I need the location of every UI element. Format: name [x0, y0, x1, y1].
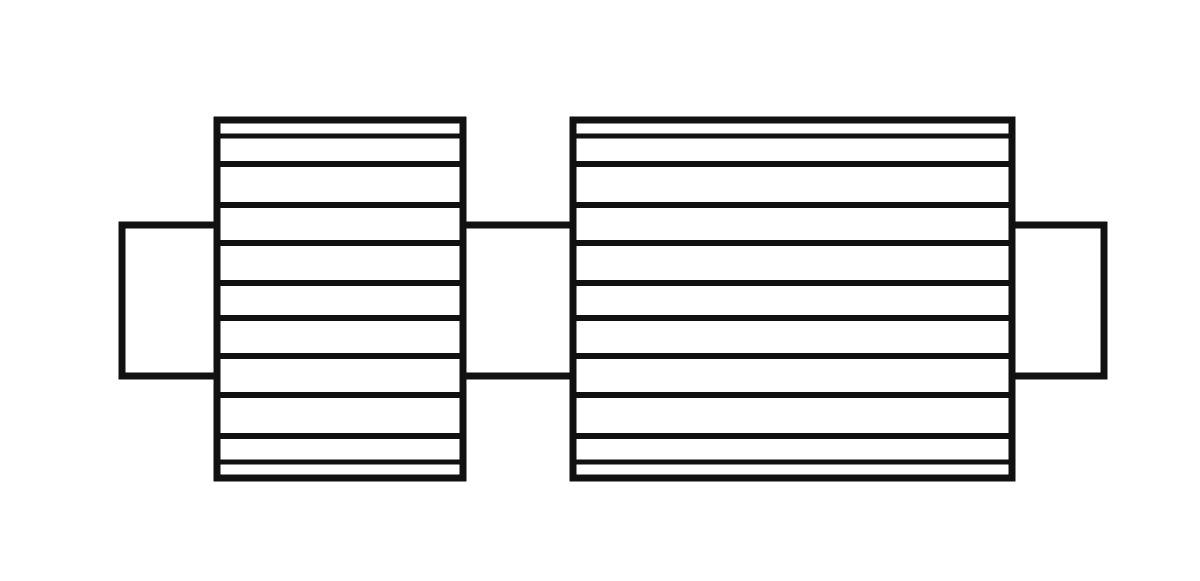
left-shaft-stub [118, 221, 222, 380]
gear-small [213, 116, 467, 482]
middle-shaft [458, 221, 578, 380]
gear-large-ridges [576, 133, 1009, 465]
shaft [118, 221, 1108, 380]
gear-large [569, 116, 1016, 482]
gear-large-body [569, 116, 1016, 482]
gear-small-ridges [220, 133, 460, 465]
gear-small-body [213, 116, 467, 482]
right-shaft-stub [1007, 221, 1108, 380]
